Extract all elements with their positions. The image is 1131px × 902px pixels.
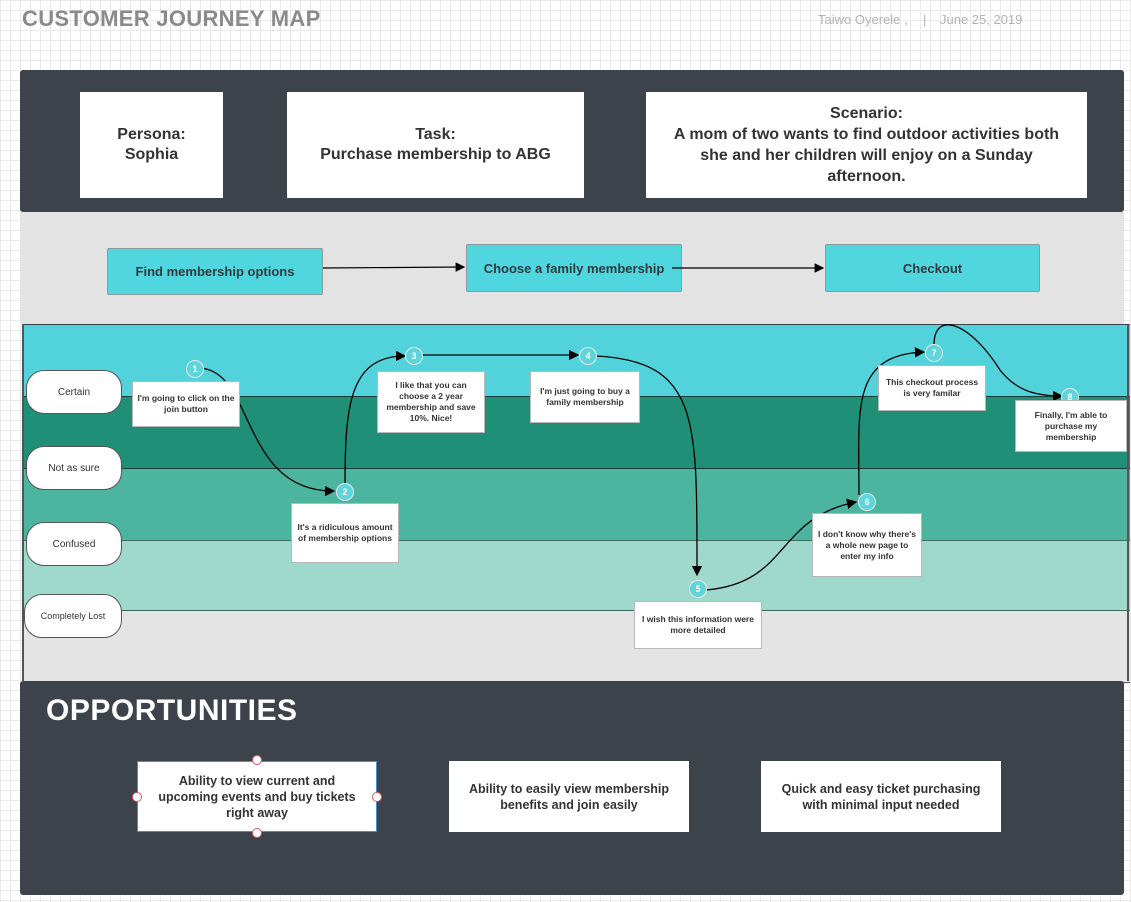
touchpoint-marker-2[interactable]: 2 xyxy=(336,483,354,501)
resize-handle-top[interactable] xyxy=(252,755,262,765)
header-separator: | xyxy=(923,12,927,27)
opportunity-card-1[interactable]: Ability to view current and upcoming eve… xyxy=(137,761,377,832)
persona-label: Persona: xyxy=(117,126,186,143)
touchpoint-note-1[interactable]: I'm going to click on the join button xyxy=(132,381,240,427)
curve-2-to-3 xyxy=(344,350,407,485)
scenario-label: Scenario: xyxy=(830,105,903,122)
touchpoint-note-8[interactable]: Finally, I'm able to purchase my members… xyxy=(1015,400,1127,452)
curve-4-to-5 xyxy=(596,355,703,577)
lane-confused: Confused xyxy=(26,522,122,566)
author-name: Taiwo Oyerele , xyxy=(818,12,908,27)
lane-not-as-sure: Not as sure xyxy=(26,446,122,490)
scenario-value: A mom of two wants to find outdoor activ… xyxy=(673,126,1060,185)
persona-value: Sophia xyxy=(124,146,179,163)
band-confused xyxy=(24,540,1130,611)
touchpoint-marker-6[interactable]: 6 xyxy=(858,493,876,511)
lane-completely-lost: Completely Lost xyxy=(24,594,122,638)
band-completely-lost xyxy=(24,610,1130,683)
lanes-right-border xyxy=(1127,324,1129,681)
touchpoint-note-3[interactable]: I like that you can choose a 2 year memb… xyxy=(377,371,485,433)
task-value: Purchase membership to ABG xyxy=(320,146,551,163)
curve-6-to-7 xyxy=(858,347,926,496)
step-choose-family-membership[interactable]: Choose a family membership xyxy=(466,244,682,292)
resize-handle-bottom[interactable] xyxy=(252,828,262,838)
curve-1-to-2 xyxy=(197,367,336,497)
task-box[interactable]: Task: Purchase membership to ABG xyxy=(287,92,584,198)
resize-handle-left[interactable] xyxy=(132,792,142,802)
touchpoint-marker-7[interactable]: 7 xyxy=(925,344,943,362)
touchpoint-marker-3[interactable]: 3 xyxy=(405,347,423,365)
curve-5-to-6 xyxy=(705,498,858,591)
opportunity-card-2[interactable]: Ability to easily view membership benefi… xyxy=(449,761,689,832)
touchpoint-note-2[interactable]: It's a ridiculous amount of membership o… xyxy=(291,503,399,563)
touchpoint-marker-1[interactable]: 1 xyxy=(186,360,204,378)
opportunity-card-3[interactable]: Quick and easy ticket purchasing with mi… xyxy=(761,761,1001,832)
touchpoint-marker-4[interactable]: 4 xyxy=(579,347,597,365)
persona-box[interactable]: Persona: Sophia xyxy=(80,92,223,198)
arrow-step1-to-step2 xyxy=(322,262,466,272)
resize-handle-right[interactable] xyxy=(372,792,382,802)
touchpoint-note-6[interactable]: I don't know why there's a whole new pag… xyxy=(812,513,922,577)
map-title: CUSTOMER JOURNEY MAP xyxy=(22,6,321,31)
task-label: Task: xyxy=(415,126,456,143)
scenario-box[interactable]: Scenario: A mom of two wants to find out… xyxy=(646,92,1087,198)
band-not-as-sure xyxy=(24,468,1130,541)
touchpoint-note-7[interactable]: This checkout process is very familar xyxy=(878,365,986,411)
touchpoint-marker-5[interactable]: 5 xyxy=(689,580,707,598)
lane-certain: Certain xyxy=(26,370,122,414)
step-find-membership[interactable]: Find membership options xyxy=(107,248,323,295)
touchpoint-note-4[interactable]: I'm just going to buy a family membershi… xyxy=(530,371,640,423)
curve-7-to-8 xyxy=(933,324,1064,402)
touchpoint-note-5[interactable]: I wish this information were more detail… xyxy=(634,601,762,649)
map-date: June 25, 2019 xyxy=(940,12,1023,27)
step-checkout[interactable]: Checkout xyxy=(825,244,1040,292)
lanes-left-border xyxy=(22,324,24,681)
opportunities-title: OPPORTUNITIES xyxy=(46,694,298,727)
